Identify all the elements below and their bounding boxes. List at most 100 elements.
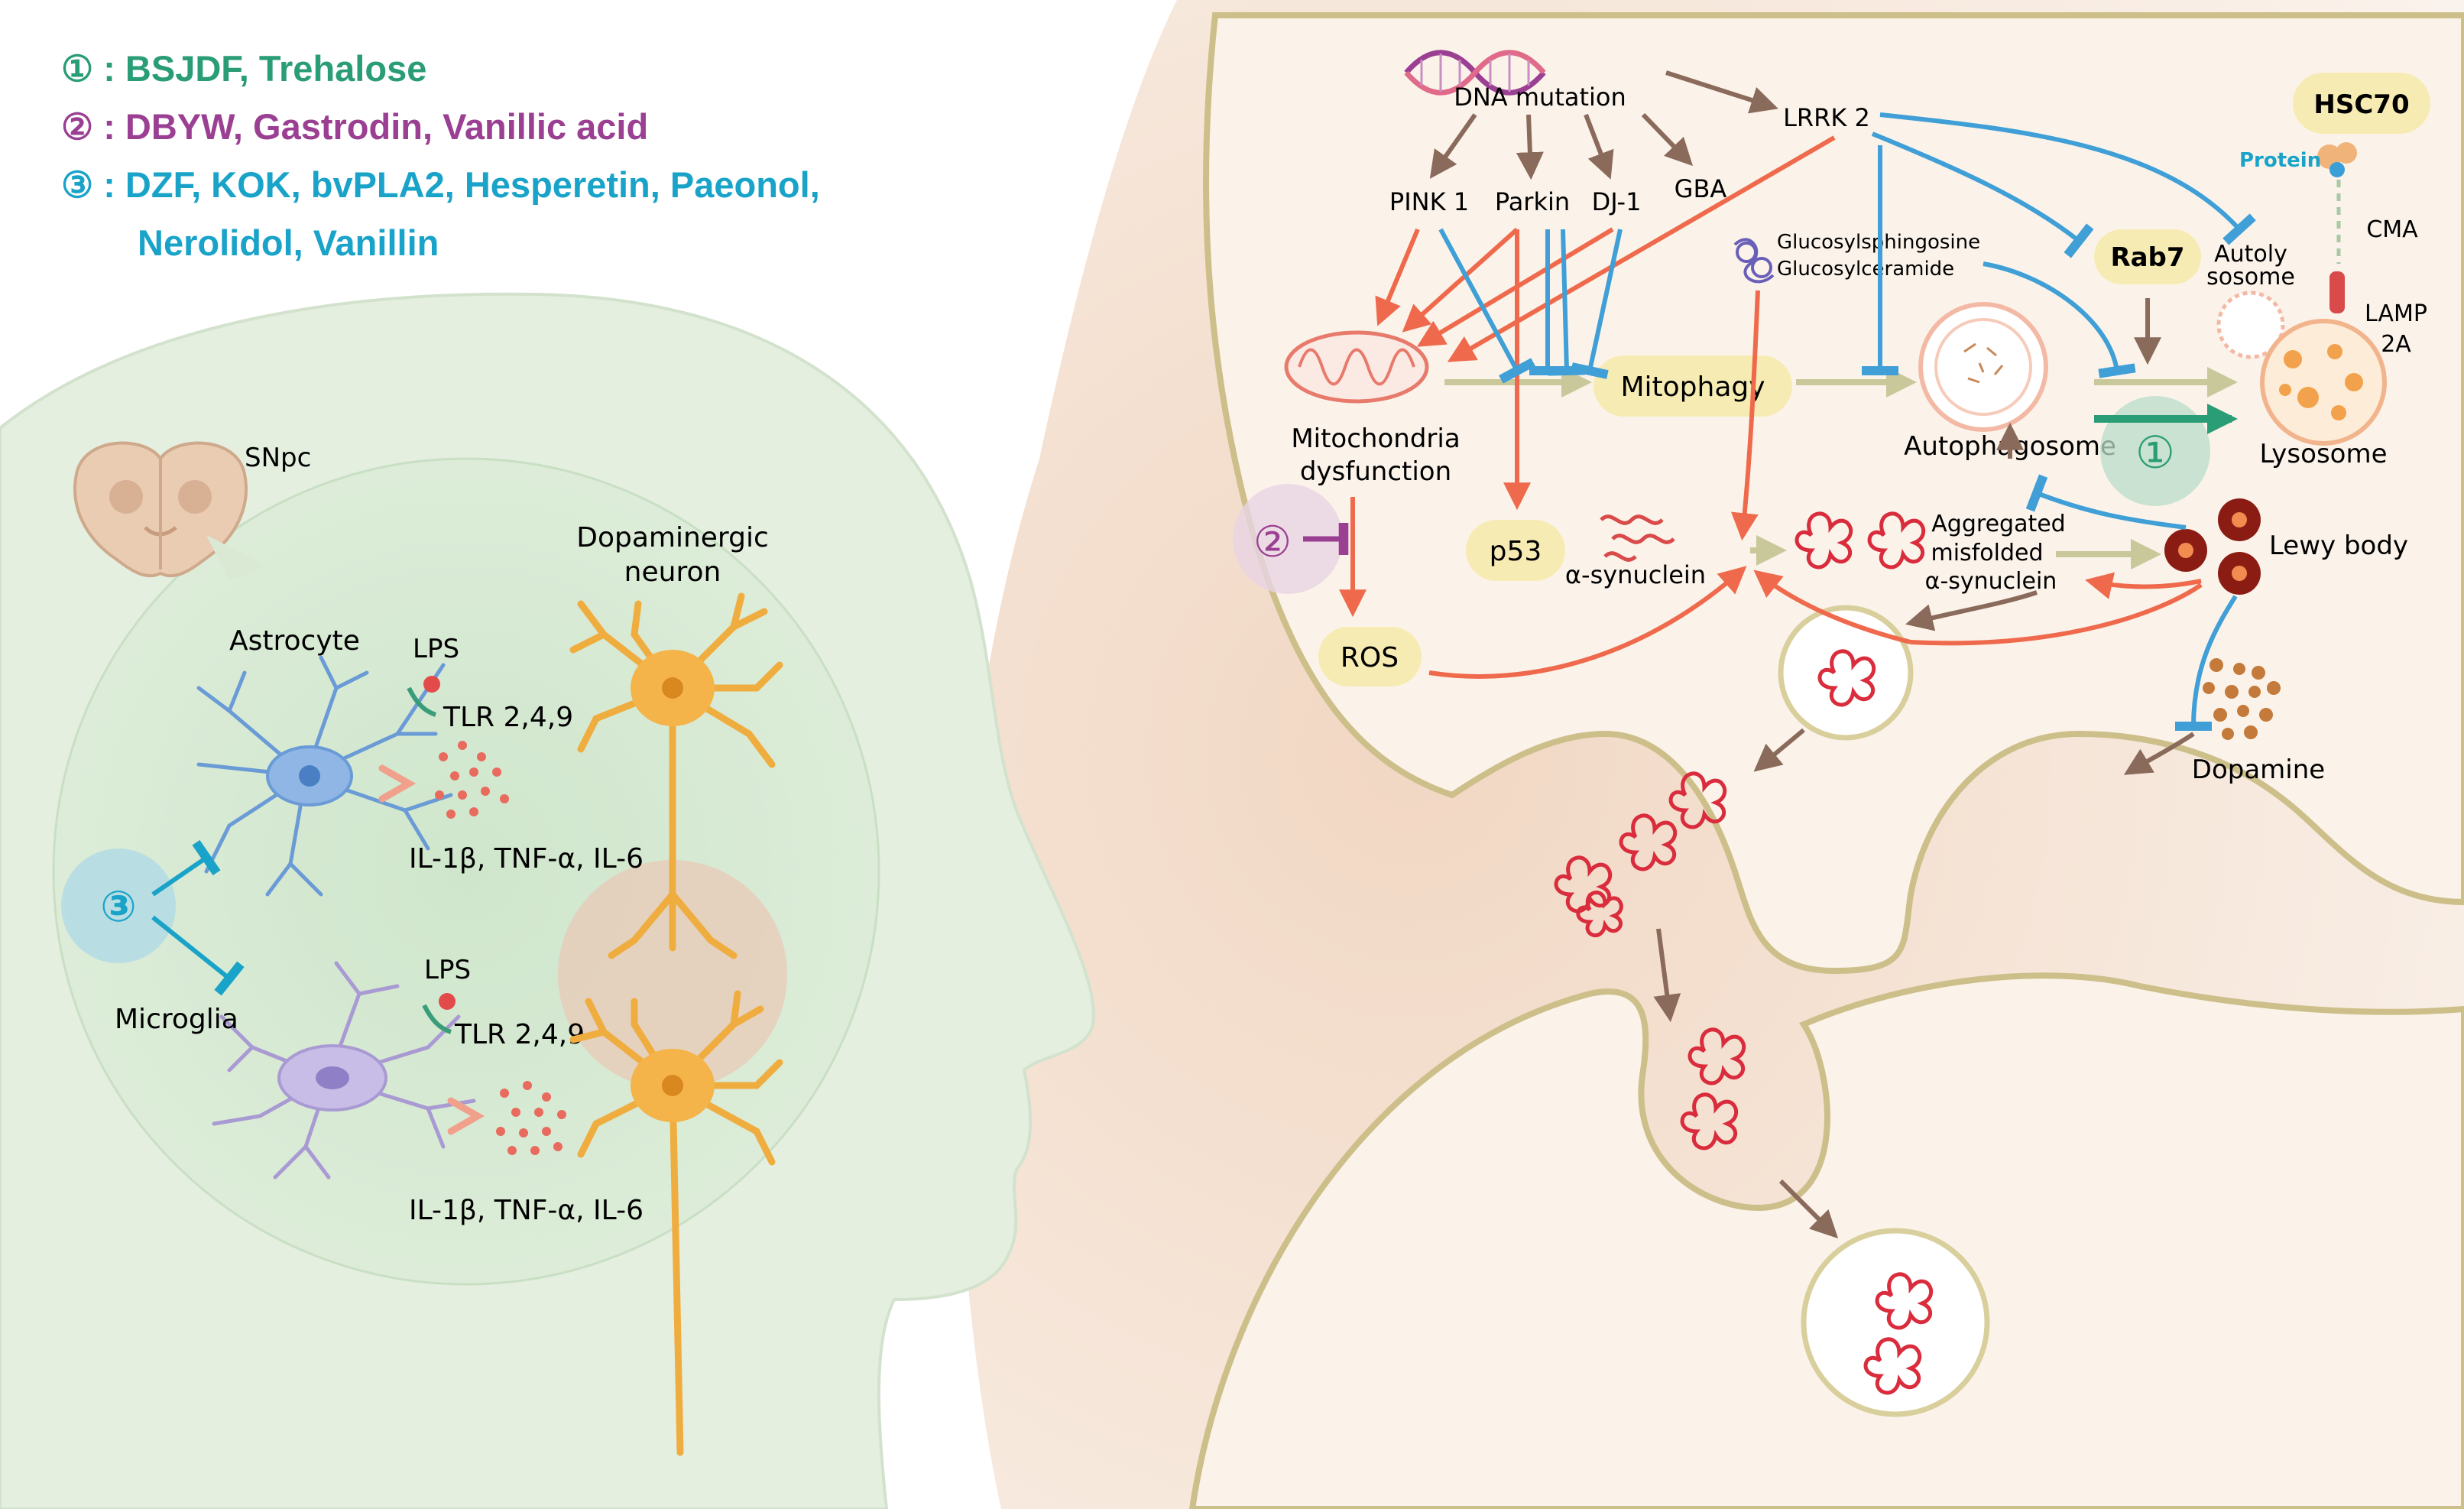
dopamine-label: Dopamine bbox=[2192, 754, 2325, 785]
protein-label: Protein bbox=[2239, 149, 2321, 172]
gba-label: GBA bbox=[1675, 174, 1727, 203]
marker-3-badge bbox=[61, 849, 176, 963]
synuclein-in-vesicle bbox=[1817, 649, 1876, 707]
lps-bottom-dot bbox=[439, 993, 456, 1010]
marker-1-symbol: ① bbox=[2135, 427, 2175, 479]
legend-item-1: ① : BSJDF, Trehalose bbox=[61, 47, 426, 90]
postsynaptic-vesicle bbox=[1801, 1228, 1990, 1417]
activation-arrows bbox=[1339, 135, 2203, 679]
aggregated-label-line3: α-synuclein bbox=[1925, 568, 2057, 595]
synuclein-in-postsynaptic-vesicle bbox=[1863, 1272, 1934, 1395]
legend-marker-1: ① bbox=[61, 48, 94, 89]
release-top-arrow bbox=[378, 764, 417, 803]
legend-text-3-continued: Nerolidol, Vanillin bbox=[138, 222, 439, 263]
legend-item-2: ② : DBYW, Gastrodin, Vanillic acid bbox=[61, 105, 648, 148]
snpc-icon bbox=[73, 441, 248, 578]
synuclein-vesicle-small bbox=[1778, 605, 1914, 741]
dopaminergic-label-line2: neuron bbox=[624, 557, 721, 588]
aggregated-label-line1: Aggregated bbox=[1931, 511, 2065, 537]
transport-arrows bbox=[1653, 422, 2195, 1239]
dopaminergic-neuron-top-nucleus bbox=[662, 677, 683, 699]
autophagosome-contents bbox=[1963, 342, 2004, 384]
parkin-label: Parkin bbox=[1495, 187, 1570, 216]
p53-pill bbox=[1466, 520, 1565, 581]
lysosome-vesicle bbox=[2260, 319, 2387, 446]
p53-label: p53 bbox=[1490, 536, 1542, 567]
tlr-top-label: TLR 2,4,9 bbox=[443, 702, 573, 733]
synuclein-in-synapse bbox=[1554, 771, 1746, 1150]
aggregated-synuclein-icon bbox=[1795, 511, 1926, 570]
marker-1-badge bbox=[2100, 396, 2210, 506]
lps-top-label: LPS bbox=[413, 634, 459, 664]
autolysosome-label-line1: Autoly bbox=[2214, 241, 2287, 268]
brain-region-circle-outline bbox=[52, 457, 880, 1286]
rab7-label: Rab7 bbox=[2110, 242, 2184, 273]
lamp2a-label-line1: LAMP bbox=[2365, 300, 2427, 327]
hsc70-pill bbox=[2293, 73, 2430, 134]
rab7-pill bbox=[2094, 229, 2201, 284]
alpha-synuclein-icon bbox=[1600, 514, 1675, 562]
inhibit-microglia-line bbox=[151, 915, 245, 996]
mitophagy-pill bbox=[1593, 355, 1792, 417]
lysosome-label: Lysosome bbox=[2259, 439, 2387, 469]
ros-pill bbox=[1318, 627, 1422, 686]
marker-2-badge bbox=[1233, 484, 1343, 594]
aggregated-label-line2: misfolded bbox=[1931, 540, 2044, 566]
legend-marker-2: ② bbox=[61, 106, 94, 147]
snpc-label: SNpc bbox=[245, 443, 311, 473]
tlr-bottom-receptor bbox=[422, 1004, 452, 1034]
protein-icon bbox=[2317, 142, 2357, 177]
dna-helix-icon bbox=[1404, 50, 1546, 96]
dj1-label: DJ-1 bbox=[1592, 187, 1642, 216]
cytokines-bottom-label: IL-1β, TNF-α, IL-6 bbox=[409, 1195, 644, 1226]
release-bottom-arrow bbox=[447, 1097, 485, 1135]
inhibit-astrocyte-line bbox=[151, 839, 221, 897]
mitochondria-label-line2: dysfunction bbox=[1300, 456, 1451, 487]
legend-text-2: : DBYW, Gastrodin, Vanillic acid bbox=[103, 106, 649, 147]
alpha-synuclein-label: α-synuclein bbox=[1565, 560, 1706, 589]
lysosome-contents bbox=[2279, 344, 2363, 420]
lewy-body-icon bbox=[2164, 498, 2261, 595]
legend-item-3: ③ : DZF, KOK, bvPLA2, Hesperetin, Paeono… bbox=[61, 164, 820, 206]
dopaminergic-label-line1: Dopaminergic bbox=[576, 522, 769, 553]
lrrk2-label: LRRK 2 bbox=[1783, 103, 1870, 132]
cytokine-dots-bottom bbox=[496, 1081, 566, 1155]
marker-2-symbol: ② bbox=[1253, 518, 1292, 567]
postsynaptic-neuron bbox=[1188, 972, 2464, 1509]
hsc70-label: HSC70 bbox=[2313, 89, 2409, 120]
autolysosome-label-line2: sosome bbox=[2206, 264, 2295, 290]
astrocyte-label: Astrocyte bbox=[229, 625, 360, 657]
cytokines-top-label: IL-1β, TNF-α, IL-6 bbox=[409, 843, 644, 875]
glucosylceramide-label: Glucosylceramide bbox=[1777, 258, 1954, 281]
lps-bottom-label: LPS bbox=[424, 955, 471, 985]
marker-3-symbol: ③ bbox=[100, 882, 136, 932]
mitophagy-label: Mitophagy bbox=[1620, 372, 1765, 403]
autophagosome-inner bbox=[1934, 318, 2032, 416]
cytokine-dots-top bbox=[435, 741, 509, 819]
ros-label: ROS bbox=[1341, 642, 1399, 673]
tlr-bottom-label: TLR 2,4,9 bbox=[454, 1019, 585, 1050]
mitochondria-label-line1: Mitochondria bbox=[1291, 423, 1460, 454]
legend-text-3: : DZF, KOK, bvPLA2, Hesperetin, Paeonol, bbox=[103, 164, 820, 205]
dopamine-granules bbox=[2203, 658, 2281, 740]
snpc-callout bbox=[206, 535, 267, 581]
lps-top-dot bbox=[423, 676, 440, 693]
microglia-label: Microglia bbox=[115, 1004, 238, 1035]
legend-text-1: : BSJDF, Trehalose bbox=[103, 48, 427, 89]
tlr-top-receptor bbox=[407, 686, 437, 717]
glucosyl-compound-icon bbox=[1733, 238, 1775, 284]
microglia-nucleus bbox=[316, 1066, 349, 1089]
legend-marker-3: ③ bbox=[61, 164, 94, 205]
lewy-body-label: Lewy body bbox=[2269, 531, 2408, 561]
cma-label: CMA bbox=[2366, 216, 2418, 243]
dna-mutation-label: DNA mutation bbox=[1454, 83, 1626, 112]
astrocyte-nucleus bbox=[299, 765, 320, 787]
pink1-label: PINK 1 bbox=[1389, 187, 1469, 216]
lamp2a-label-line2: 2A bbox=[2381, 331, 2411, 358]
inhibition-arrows bbox=[1438, 112, 2256, 732]
lamp2a-receptor bbox=[2329, 271, 2345, 313]
mitochondria-icon bbox=[1284, 330, 1429, 404]
dopaminergic-neuron-bottom-nucleus bbox=[662, 1075, 683, 1096]
autolysosome-vesicle bbox=[2216, 290, 2285, 359]
